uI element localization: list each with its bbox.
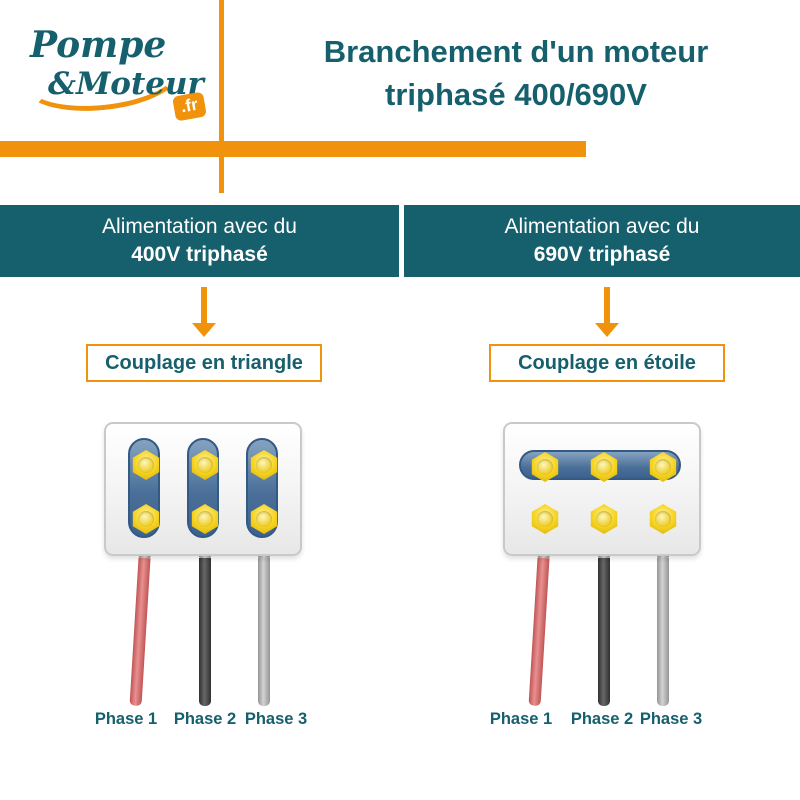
- supply-band-690v-line2: 690V triphasé: [533, 243, 671, 266]
- arrow-shaft: [604, 287, 610, 325]
- phase-label: Phase 2: [173, 710, 237, 728]
- phase-label: Phase 3: [244, 710, 308, 728]
- wire-cable-dark: [199, 558, 211, 706]
- wire-phase-3: [657, 534, 669, 706]
- coupling-label-triangle: Couplage en triangle: [105, 351, 303, 374]
- arrow-head: [595, 323, 619, 337]
- hex-nut-icon: [649, 504, 677, 534]
- phase-label: Phase 1: [489, 710, 553, 728]
- wire-phase-2: [598, 534, 610, 706]
- wire-phase-1: [528, 533, 551, 707]
- wire-cable-dark: [598, 558, 610, 706]
- supply-band-400v-line2: 400V triphasé: [131, 243, 268, 266]
- header-vertical-divider: [219, 0, 224, 193]
- logo-fr-badge: .fr: [172, 91, 207, 122]
- wire-cable-red: [129, 557, 151, 707]
- arrow-down-icon: [595, 287, 619, 339]
- page-title: Branchement d'un moteur triphasé 400/690…: [236, 30, 796, 117]
- supply-band-690v-line1: Alimentation avec du: [504, 215, 700, 238]
- logo: Pompe &Moteur .fr: [18, 24, 222, 140]
- phase-label: Phase 1: [94, 710, 158, 728]
- wire-cable-red: [528, 557, 550, 707]
- arrow-head: [192, 323, 216, 337]
- wire-phase-3: [258, 534, 270, 706]
- wire-cable-light: [657, 558, 669, 706]
- arrow-down-icon: [192, 287, 216, 339]
- terminal-block-triangle: [104, 422, 302, 556]
- page-title-line1: Branchement d'un moteur: [323, 34, 709, 69]
- phase-label: Phase 2: [570, 710, 634, 728]
- wire-phase-1: [129, 533, 152, 707]
- supply-band-400v-line1: Alimentation avec du: [102, 215, 297, 238]
- header-underline-bar: [0, 141, 586, 157]
- supply-band-690v: Alimentation avec du 690V triphasé: [404, 205, 800, 277]
- coupling-label-etoile: Couplage en étoile: [518, 351, 696, 374]
- coupling-box-etoile: Couplage en étoile: [489, 344, 725, 382]
- hex-nut-icon: [590, 504, 618, 534]
- page-title-line2: triphasé 400/690V: [385, 77, 647, 113]
- wire-phase-2: [199, 534, 211, 706]
- coupling-box-triangle: Couplage en triangle: [86, 344, 322, 382]
- arrow-shaft: [201, 287, 207, 325]
- phase-label: Phase 3: [639, 710, 703, 728]
- hex-nut-icon: [531, 504, 559, 534]
- logo-pompe-text: Pompe: [30, 24, 167, 66]
- wire-cable-light: [258, 558, 270, 706]
- terminal-block-star: [503, 422, 701, 556]
- supply-band-400v: Alimentation avec du 400V triphasé: [0, 205, 399, 277]
